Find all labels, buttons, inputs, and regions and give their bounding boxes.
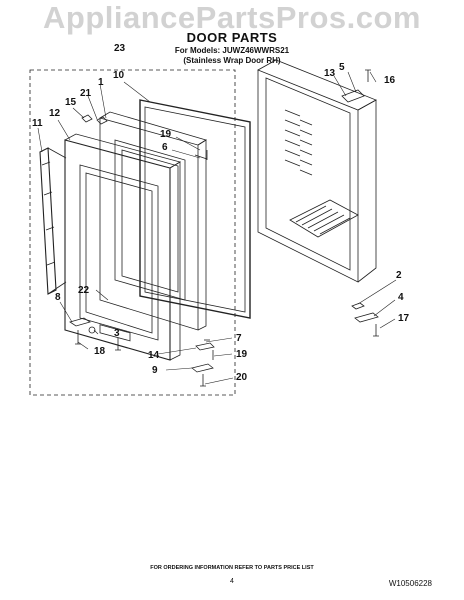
badge	[99, 324, 131, 342]
hinge-clip-15	[81, 114, 93, 123]
callout-23: 23	[114, 43, 126, 54]
callout-13: 13	[324, 68, 336, 79]
callout-2: 2	[396, 270, 402, 281]
callout-18: 18	[94, 346, 106, 357]
screw-16	[365, 69, 371, 82]
top-hinge-13	[341, 89, 365, 103]
hinge-pin-19	[194, 150, 208, 160]
callout-10: 10	[113, 70, 125, 81]
callout-1: 1	[98, 77, 104, 88]
callout-12: 12	[49, 108, 61, 119]
callout-5: 5	[339, 62, 345, 73]
assembly-boundary	[29, 69, 236, 396]
bottom-bracket-8	[69, 317, 91, 327]
cap-3	[88, 326, 96, 334]
callout-9: 9	[152, 365, 158, 376]
callout-7: 7	[236, 333, 242, 344]
callout-19: 19	[160, 129, 172, 140]
diagram-title: DOOR PARTS	[186, 30, 278, 45]
door-handle	[39, 147, 67, 295]
page-number: 4	[230, 578, 234, 585]
screw-18a	[75, 330, 81, 345]
callout-19b: 19	[236, 349, 248, 360]
screw-18b	[115, 338, 121, 351]
watermark: AppliancePartsPros.com	[43, 0, 421, 35]
callout-8: 8	[55, 292, 61, 303]
variant-line: (Stainless Wrap Door RH)	[183, 56, 281, 65]
callout-3: 3	[114, 328, 120, 339]
document-code: W10506228	[388, 579, 432, 588]
hinge-clip-21	[96, 116, 108, 125]
callout-16: 16	[384, 75, 396, 86]
callout-11: 11	[32, 118, 43, 129]
inner-door-panel	[99, 111, 207, 331]
cabinet	[257, 59, 377, 283]
callout-17: 17	[398, 313, 410, 324]
callout-15: 15	[65, 97, 77, 108]
screw-20	[200, 374, 206, 387]
callout-20: 20	[236, 372, 248, 383]
callout-22: 22	[78, 285, 90, 296]
callout-14: 14	[148, 350, 160, 361]
washer-2	[351, 302, 365, 310]
bottom-hinge-14	[195, 342, 215, 351]
models-line: For Models: JUWZ46WWRS21	[174, 46, 290, 55]
door-gasket	[139, 99, 251, 319]
hinge-4	[354, 312, 379, 323]
screw-17	[373, 324, 379, 337]
callout-6: 6	[162, 142, 168, 153]
hinge-bracket-9	[191, 363, 214, 373]
ordering-note: FOR ORDERING INFORMATION REFER TO PARTS …	[150, 565, 314, 571]
callout-21: 21	[80, 88, 92, 99]
outer-door-frame	[64, 133, 182, 361]
callout-4: 4	[398, 292, 404, 303]
